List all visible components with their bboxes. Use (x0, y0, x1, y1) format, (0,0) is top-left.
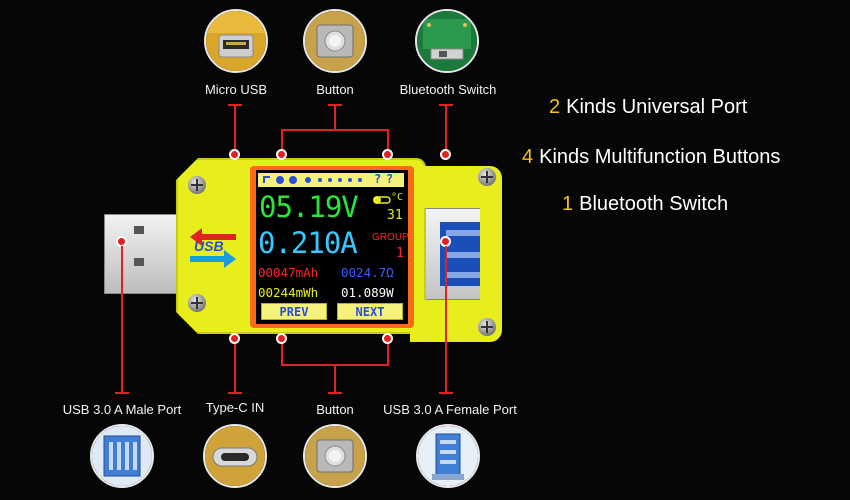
marker-micro-usb (229, 149, 240, 160)
button-thumbnail-top (303, 9, 367, 73)
resistance-reading: 0024.7Ω (341, 265, 394, 280)
marker-button-top-left (276, 149, 287, 160)
voltage-reading: 05.19V (259, 190, 359, 224)
feature-text: Kinds Multifunction Buttons (539, 146, 781, 168)
marker-button-bottom-left (276, 333, 287, 344)
status-question-2: ? (386, 172, 394, 186)
push-button-bottom-icon (305, 426, 365, 486)
group-value: 1 (396, 246, 404, 261)
usb-logo-icon (190, 228, 236, 268)
female-port-thumbnail (416, 424, 480, 488)
group-label: GROUP (372, 232, 409, 243)
button-label-bottom: Button (316, 402, 354, 417)
button-label-top: Button (316, 82, 354, 97)
bluetooth-thumbnail (415, 9, 479, 73)
thermometer-icon (373, 196, 391, 204)
usb-a-female-connector-icon (418, 426, 478, 486)
status-dots-icon (305, 177, 362, 183)
bluetooth-module-icon (417, 11, 477, 71)
next-button[interactable]: NEXT (337, 303, 403, 320)
screw-bottom-right (478, 318, 496, 336)
female-port-label: USB 3.0 A Female Port (383, 402, 517, 417)
usb-male-plug (104, 214, 184, 294)
male-port-label: USB 3.0 A Male Port (62, 402, 182, 417)
type-c-thumbnail (203, 424, 267, 488)
marker-button-bottom-right (382, 333, 393, 344)
capacity-reading: 00047mAh (258, 265, 319, 280)
screw-top-right (478, 168, 496, 186)
status-question-1: ? (374, 172, 382, 186)
usb-logo-text: USB (194, 238, 224, 254)
lcd-screen (256, 170, 408, 324)
bluetooth-switch-label: Bluetooth Switch (399, 82, 497, 97)
screw-top-left (188, 176, 206, 194)
feature-text: Bluetooth Switch (579, 193, 729, 215)
type-c-port-icon (205, 426, 265, 486)
feature-number: 4 (522, 146, 534, 168)
marker-button-top-right (382, 149, 393, 160)
marker-type-c (229, 333, 240, 344)
prev-button[interactable]: PREV (261, 303, 327, 320)
temperature-value: 31 (387, 208, 403, 223)
screw-bottom-left (188, 294, 206, 312)
current-reading: 0.210A (258, 226, 358, 260)
button-thumbnail-bottom (303, 424, 367, 488)
type-c-label: Type-C IN (205, 400, 265, 415)
energy-reading: 00244mWh (258, 285, 319, 300)
push-button-icon (305, 11, 365, 71)
feature-number: 2 (549, 96, 561, 118)
feature-text: Kinds Universal Port (566, 96, 748, 118)
micro-usb-thumbnail (204, 9, 268, 73)
male-port-thumbnail (90, 424, 154, 488)
micro-usb-label: Micro USB (204, 82, 268, 97)
usb-a-male-connector-icon (92, 426, 152, 486)
feature-number: 1 (562, 193, 574, 215)
marker-bluetooth (440, 149, 451, 160)
power-reading: 01.089W (341, 285, 394, 300)
temperature-unit: °C (391, 192, 404, 203)
status-arrows-icon (263, 176, 297, 184)
micro-usb-icon (206, 11, 266, 71)
